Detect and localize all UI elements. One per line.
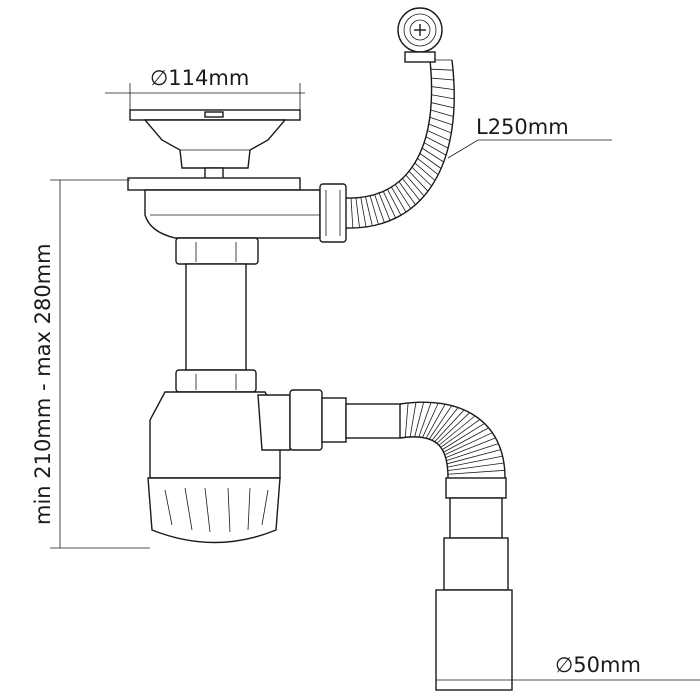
hose-rib — [431, 102, 455, 109]
strainer-dimension: ∅114mm — [105, 66, 305, 112]
hose-rib — [422, 402, 439, 438]
hose-rib — [350, 198, 354, 229]
hose-rib — [447, 462, 504, 472]
outlet-diameter-label: ∅50mm — [555, 653, 641, 677]
hose-rib — [444, 432, 493, 456]
hose-rib — [431, 77, 454, 81]
hose-rib — [447, 469, 505, 475]
hose-rib — [414, 162, 436, 181]
hose-rib — [417, 157, 439, 175]
hose-rib — [411, 166, 432, 187]
hose-length-dimension: L250mm — [447, 115, 612, 159]
height-range-label: min 210mm - max 280mm — [31, 243, 55, 525]
hose-rib — [440, 419, 481, 448]
hose-rib — [355, 197, 360, 228]
hose-rib — [431, 94, 455, 100]
hose-rib — [427, 130, 451, 142]
hose-rib — [404, 402, 409, 438]
hose-rib — [421, 147, 444, 163]
hose-rib — [442, 423, 485, 450]
hose-rib — [414, 402, 425, 437]
hose-rib — [431, 86, 455, 91]
hose-rib — [445, 437, 496, 458]
overflow-cover — [397, 7, 443, 63]
hose-rib — [405, 174, 425, 197]
hose-length-label: L250mm — [476, 115, 569, 139]
hose-rib — [438, 415, 476, 446]
hose-rib — [369, 195, 379, 225]
overflow-connector — [319, 183, 347, 243]
hose-rib — [398, 181, 416, 205]
hose-rib — [378, 192, 391, 221]
hose-rib — [447, 455, 503, 468]
hose-rib — [428, 405, 453, 440]
hose-rib — [430, 68, 454, 71]
sink-flange — [127, 177, 321, 239]
hose-rib — [443, 427, 489, 453]
hose-rib — [446, 449, 501, 465]
side-outlet — [289, 389, 513, 691]
hose-rib — [423, 142, 447, 156]
hose-rib — [425, 404, 446, 439]
hose-rib — [436, 412, 470, 444]
outlet-dimension: ∅50mm — [436, 653, 700, 681]
hose-rib — [374, 194, 385, 223]
hose-rib — [434, 409, 465, 442]
hose-rib — [408, 170, 429, 192]
hose-rib — [430, 109, 454, 117]
hose-rib — [418, 402, 432, 438]
hose-rib — [382, 191, 396, 219]
hose-rib — [425, 136, 449, 149]
strainer-basket — [129, 109, 301, 181]
bottle-trap — [147, 391, 291, 544]
strainer-diameter-label: ∅114mm — [150, 66, 249, 90]
hose-rib — [391, 186, 407, 213]
hose-rib — [431, 407, 459, 441]
overflow-hose — [345, 59, 455, 229]
hose-rib — [409, 402, 417, 438]
hose-rib — [419, 153, 442, 169]
vertical-pipe — [175, 237, 259, 393]
hose-rib — [429, 116, 453, 126]
hose-rib — [428, 123, 452, 134]
hose-rib — [402, 178, 421, 201]
hose-rib — [394, 184, 412, 209]
hose-rib — [446, 443, 499, 462]
hose-rib — [387, 189, 402, 216]
height-dimension: min 210mm - max 280mm — [31, 179, 150, 549]
hose-rib — [360, 197, 367, 228]
hose-rib — [365, 196, 373, 226]
